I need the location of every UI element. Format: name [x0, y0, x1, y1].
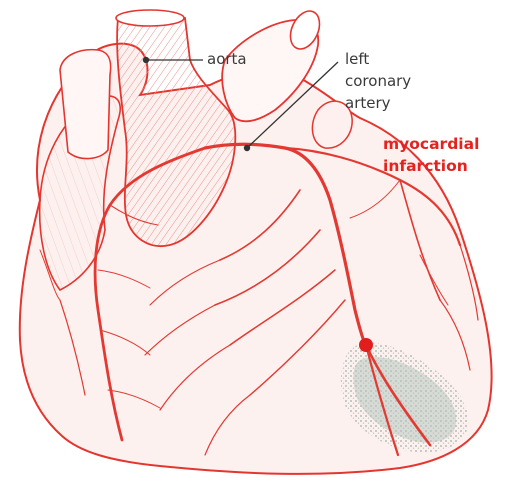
lca-label-line-2: coronary: [345, 70, 435, 92]
lca-label-line-1: left: [345, 48, 435, 70]
left-coronary-artery-label: left coronary artery: [345, 48, 435, 114]
mi-label-line-2: infarction: [383, 155, 479, 177]
vena-cava: [60, 50, 111, 159]
mi-label-line-1: myocardial: [383, 133, 479, 155]
aorta-label: aorta: [207, 50, 247, 68]
myocardial-infarction-label: myocardial infarction: [383, 133, 479, 177]
lca-label-line-3: artery: [345, 92, 435, 114]
aorta-leader-dot: [143, 57, 149, 63]
infarct-dot: [359, 338, 373, 352]
lca-leader-dot: [244, 145, 250, 151]
aorta-top: [116, 10, 184, 26]
